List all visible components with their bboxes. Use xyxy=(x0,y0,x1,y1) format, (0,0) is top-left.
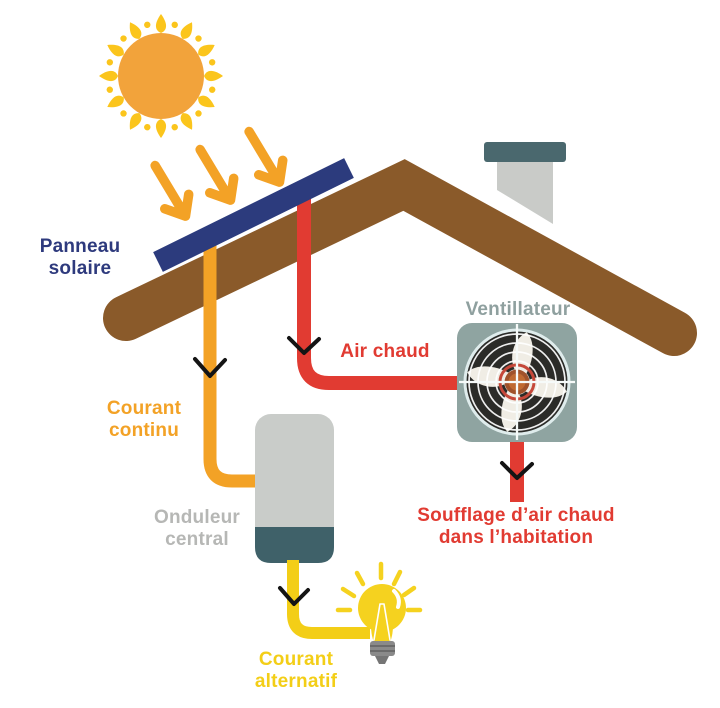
solar-panel xyxy=(153,158,354,272)
bulb-rays xyxy=(335,561,423,613)
roof xyxy=(103,159,697,356)
down-chevron-icon xyxy=(500,461,534,480)
hot-air-line xyxy=(297,196,472,390)
sun-ray-arrow-icon xyxy=(150,160,194,221)
soufflage-label: Soufflage d’air chaud dans l’habitation xyxy=(417,505,615,548)
air-chaud-label: Air chaud xyxy=(340,341,430,362)
sun-ray-arrow-icon xyxy=(195,144,239,205)
bulb-highlight xyxy=(392,589,401,609)
courant-continu-label: Courant continu xyxy=(106,398,182,441)
inverter-icon xyxy=(255,414,334,563)
down-chevron-icon xyxy=(193,357,227,378)
ac-current-line xyxy=(287,560,370,639)
light-bulb-icon xyxy=(335,561,423,664)
down-chevron-icon xyxy=(287,336,321,355)
panneau-solaire-label: Panneau solaire xyxy=(39,236,121,279)
sun-core xyxy=(118,33,204,119)
down-chevron-icon xyxy=(278,586,310,606)
dc-current-line xyxy=(203,240,258,488)
ventillateur-label: Ventillateur xyxy=(465,299,571,320)
chimney-icon xyxy=(484,142,566,224)
sun-ray-arrow-icon xyxy=(244,126,288,187)
sun-icon xyxy=(99,14,223,138)
courant-alternatif-label: Courant alternatif xyxy=(254,649,338,692)
sun-rays xyxy=(99,14,223,138)
fan-icon xyxy=(457,323,577,442)
onduleur-central-label: Onduleur central xyxy=(153,507,241,550)
sun-ray-arrows xyxy=(150,126,288,221)
